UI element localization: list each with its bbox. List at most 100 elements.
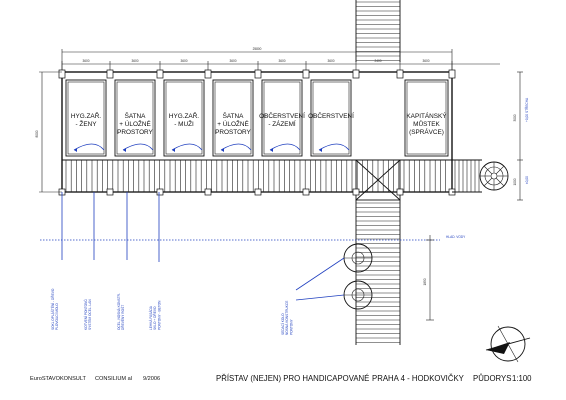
annotation-line: LEHKÁ FASÁDA [149, 305, 153, 330]
dim-right-lower: 1000 [513, 178, 517, 185]
dim-right-upper: 3000 [513, 114, 517, 121]
water-level: 1850 HLAD. VODY [40, 235, 466, 321]
annotation-line: NOSNÁ KONSTRUKCE [285, 301, 289, 335]
right-gangway: 3000 1000 +0,00 STŘECHA ±0,00 [452, 71, 529, 201]
room-box [65, 79, 107, 157]
room-inner [116, 81, 154, 155]
room-label: PROSTORY [215, 129, 251, 136]
dim-height: 8000 [35, 130, 39, 137]
door-swing [122, 143, 154, 151]
room-label: HYG.ZAŘ. [169, 111, 199, 120]
title-block: EuroSTAVOKONSULT CONSILIUM al 9/2006 PŘÍ… [30, 374, 532, 383]
room-hyg-muzi: HYG.ZAŘ.- MUŽI [163, 79, 205, 157]
column [106, 69, 114, 79]
column [156, 188, 164, 196]
annotation-line: SKLO + DŘEVO [152, 306, 157, 330]
door-arrow [319, 148, 322, 152]
annotation-line: SYSTÉM OCEL. LAN [87, 299, 92, 330]
annotation-line: KOTVENÍ PONTONŮ [83, 299, 88, 330]
room-box [404, 79, 449, 157]
annotation-line: PONTONY - BETON [157, 300, 161, 330]
level-mark: HLAD. VODY [446, 235, 466, 239]
footer-scale: 1:100 [512, 374, 532, 383]
room-label: PROSTORY [117, 129, 153, 136]
door-swing [220, 143, 252, 151]
dim-overall: 25800 [253, 47, 262, 51]
room-label: - ŽENY [76, 119, 98, 128]
door-arrow [221, 148, 224, 152]
column [396, 69, 404, 79]
leader-lines [61, 192, 345, 301]
column [448, 69, 456, 79]
door-arrow [123, 148, 126, 152]
room-label: MŮSTEK [413, 119, 440, 128]
pier-walkway [355, 0, 401, 345]
room-box [163, 79, 205, 157]
bay-dim-label: 3600 [180, 59, 187, 63]
footer-sheet: PŮDORYS [473, 374, 511, 383]
column [352, 188, 360, 196]
room-label: + ÚLOŽNÉ [217, 119, 248, 128]
bay-dim-label: 3600 [422, 59, 429, 63]
footer-date: 9/2006 [143, 376, 160, 382]
annotation-line: SEDACÍ KOLO [281, 313, 285, 335]
left-dimension: 8000 [35, 71, 62, 193]
dim-level-line: 1850 [423, 278, 427, 285]
footer-company2: CONSILIUM al [95, 376, 132, 382]
column [106, 188, 114, 196]
life-ring-icon [479, 161, 509, 191]
column [352, 69, 360, 79]
level-right-lower: ±0,00 [525, 176, 529, 184]
ring-spoke [483, 177, 493, 187]
column [204, 69, 212, 79]
bay-dim-label: 3600 [229, 59, 236, 63]
room-box [261, 79, 303, 157]
room-box [212, 79, 254, 157]
room-inner [406, 81, 447, 155]
room-label: - MUŽI [174, 119, 194, 128]
room-label: ŠATNA [125, 111, 147, 120]
room-inner [263, 81, 301, 155]
annotation-line: PONTONY [289, 318, 293, 335]
column [58, 69, 66, 79]
bay-dim-label: 3600 [278, 59, 285, 63]
ring-spoke [483, 165, 493, 175]
room-inner [312, 81, 350, 155]
room-label: KAPITÁNSKÝ [406, 111, 447, 120]
door-arrow [172, 148, 175, 152]
north-arrow-icon [485, 325, 531, 363]
ring-spoke [495, 165, 505, 175]
column [302, 69, 310, 79]
annotation-note-3: OCEL. NOSNÁ KONSTR.DŘEVĚNÝ ROŠT [117, 293, 125, 330]
room-obcerstveni-zazemi: OBČERSTVENÍ- ZÁZEMÍ [259, 79, 305, 157]
room-obcerstveni: OBČERSTVENÍ [308, 79, 354, 157]
column [254, 69, 262, 79]
room-inner [165, 81, 203, 155]
column [204, 188, 212, 196]
room-label: OBČERSTVENÍ [308, 111, 354, 120]
annotation-line: DŘEVĚNÝ ROŠT [120, 305, 125, 330]
door-swing [171, 143, 203, 151]
room-inner [67, 81, 105, 155]
annotation-line: SOKL OPLÁŠTĚNÍ - DŘEVO [50, 288, 55, 330]
annotation-line: PLOVOUCÍ MOLO [55, 303, 59, 330]
column [254, 188, 262, 196]
building-outline [58, 69, 456, 196]
room-label: ŠATNA [223, 111, 245, 120]
room-label: + ÚLOŽNÉ [119, 119, 150, 128]
column [302, 188, 310, 196]
column [396, 188, 404, 196]
bay-dim-label: 3600 [131, 59, 138, 63]
footer-title: PŘÍSTAV (NEJEN) PRO HANDICAPOVANÉ [216, 374, 369, 383]
room-label: - ZÁZEMÍ [268, 119, 296, 128]
